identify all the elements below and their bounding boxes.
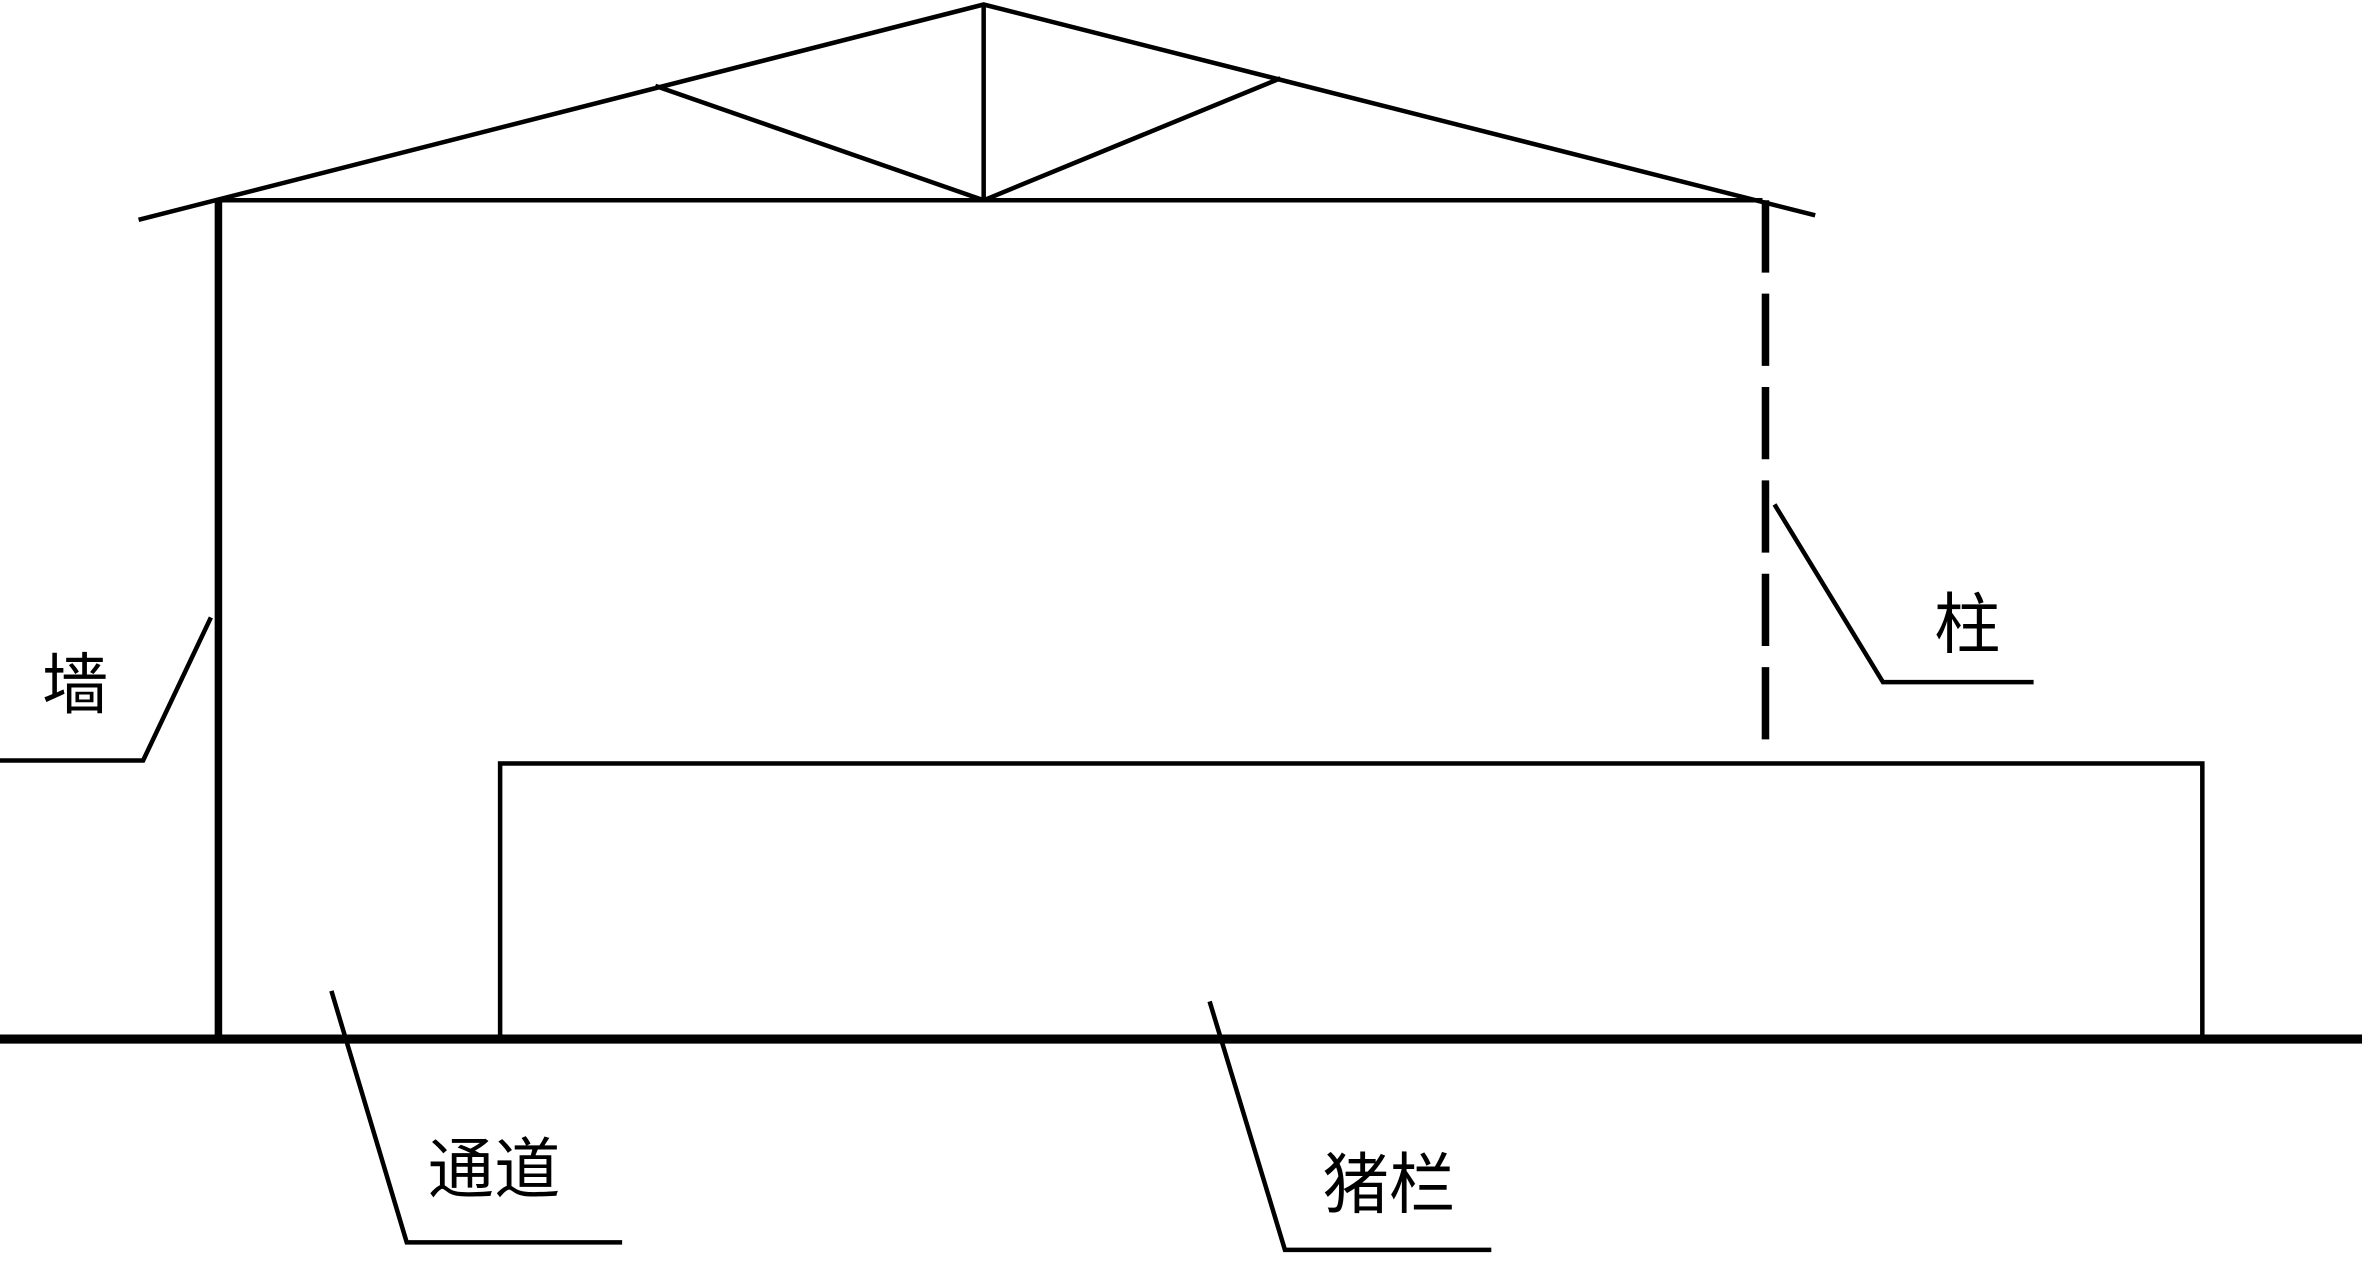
wall-label: 墙	[42, 646, 108, 724]
roof-truss	[138, 2, 1816, 223]
column-leader-line	[1772, 503, 2034, 685]
pen-label: 猪栏	[1323, 1146, 1456, 1224]
left-diagonal-brace	[654, 83, 985, 203]
aisle-leader-line	[329, 990, 623, 1245]
wall-leader-line	[0, 616, 213, 763]
pig-pen	[497, 761, 2205, 1042]
column-label: 柱	[1934, 586, 2000, 664]
right-diagonal-brace	[982, 76, 1282, 203]
aisle-label: 通道	[428, 1131, 561, 1209]
roof-slope	[138, 2, 1816, 223]
pen-leader-line	[1207, 1000, 1492, 1253]
